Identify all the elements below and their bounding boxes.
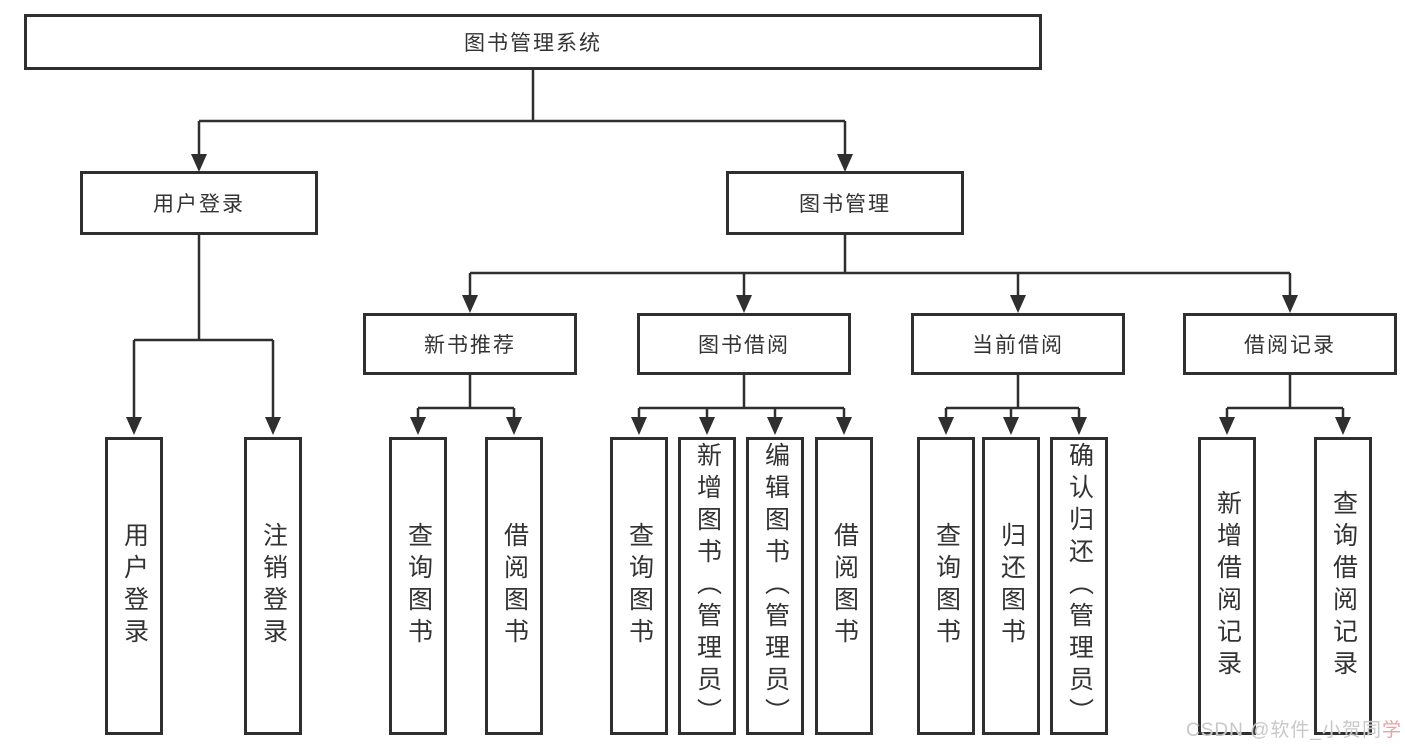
connector-group xyxy=(126,70,1351,435)
leaf-borrow-books-recommend: 借阅图书 xyxy=(485,437,543,735)
leaf-query-books-recommend: 查询图书 xyxy=(389,437,447,735)
leaf-label: 借阅图书 xyxy=(500,522,529,650)
leaf-label: 查询图书 xyxy=(625,522,654,650)
node-user-login: 用户登录 xyxy=(80,171,318,235)
leaf-edit-book-admin: 编辑图书（管理员） xyxy=(746,437,804,735)
csdn-watermark: CSDN @软件_小贺同学 xyxy=(1186,715,1402,742)
leaf-label: 查询图书 xyxy=(932,522,961,650)
leaf-query-books-current: 查询图书 xyxy=(917,437,975,735)
leaf-logout: 注销登录 xyxy=(244,437,302,735)
leaf-label: 注销登录 xyxy=(259,522,288,650)
watermark-accent: 学 xyxy=(1381,720,1402,741)
leaf-add-borrow-record: 新增借阅记录 xyxy=(1198,437,1256,735)
node-library-system: 图书管理系统 xyxy=(24,14,1042,70)
leaf-label: 查询借阅记录 xyxy=(1329,490,1358,682)
leaf-label: 新增借阅记录 xyxy=(1213,490,1242,682)
leaf-label: 归还图书 xyxy=(997,522,1026,650)
leaf-user-login: 用户登录 xyxy=(105,437,163,735)
leaf-label: 新增图书（管理员） xyxy=(693,442,722,730)
node-current-borrowing: 当前借阅 xyxy=(911,313,1125,375)
leaf-add-book-admin: 新增图书（管理员） xyxy=(678,437,736,735)
leaf-label: 查询图书 xyxy=(404,522,433,650)
leaf-label: 编辑图书（管理员） xyxy=(761,442,790,730)
node-new-book-recommendation: 新书推荐 xyxy=(363,313,577,375)
leaf-query-books-borrowing: 查询图书 xyxy=(610,437,668,735)
leaf-query-borrow-record: 查询借阅记录 xyxy=(1314,437,1372,735)
connector-skeleton xyxy=(134,70,1343,410)
leaf-label: 确认归还（管理员） xyxy=(1065,442,1094,730)
node-book-borrowing: 图书借阅 xyxy=(637,313,851,375)
node-borrowing-records: 借阅记录 xyxy=(1183,313,1397,375)
watermark-text: CSDN @软件_小贺同 xyxy=(1186,720,1382,741)
leaf-return-books: 归还图书 xyxy=(982,437,1040,735)
node-book-management: 图书管理 xyxy=(726,171,964,235)
leaf-label: 用户登录 xyxy=(120,522,149,650)
leaf-confirm-return-admin: 确认归还（管理员） xyxy=(1050,437,1108,735)
leaf-borrow-books-borrowing: 借阅图书 xyxy=(815,437,873,735)
leaf-label: 借阅图书 xyxy=(830,522,859,650)
